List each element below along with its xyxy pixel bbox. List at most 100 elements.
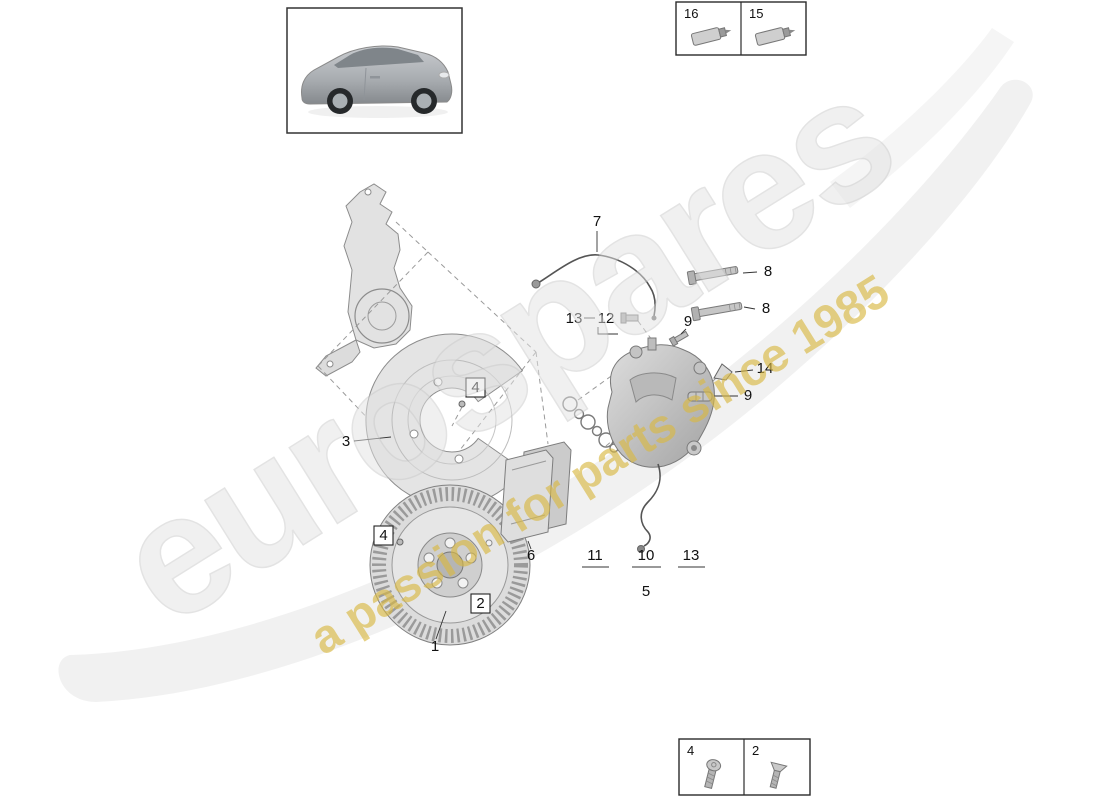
brake-pads <box>500 441 572 543</box>
label-box <box>373 525 394 546</box>
shield-ring-detail <box>407 375 497 465</box>
grease-tube-icon <box>690 27 732 46</box>
hub-bore-inner <box>367 301 397 331</box>
clip-plate <box>713 363 733 381</box>
screw-threads <box>706 772 715 785</box>
leader-line <box>353 436 392 442</box>
part-label-brake-disc: 1 <box>431 638 439 655</box>
part-label-wear-sensor: 7 <box>593 213 601 230</box>
tube-nozzle <box>724 29 732 34</box>
guide-pin-bottom-icon <box>690 302 743 322</box>
hub-bore-outer <box>354 288 410 344</box>
guide-sleeve-icon <box>687 391 713 402</box>
disc-lug-holes <box>423 537 477 589</box>
dash-line <box>637 320 653 341</box>
knuckle-body <box>343 183 413 349</box>
leader-line <box>734 369 754 373</box>
car-front-rim <box>416 93 432 109</box>
leader-line <box>743 306 756 310</box>
part-label-guide-pin-bottom: 8 <box>762 300 770 317</box>
car-rear-rim <box>332 93 348 109</box>
seal-ring <box>580 414 596 430</box>
pin-head <box>690 306 701 322</box>
part-label-brake-pads: 6 <box>527 547 535 564</box>
part-label-disc-screw: 2 <box>476 595 484 612</box>
knuckle-arm <box>315 339 361 377</box>
shield-mount-hole <box>433 377 443 387</box>
banjo-head <box>620 312 627 324</box>
pin-threads <box>724 266 737 276</box>
lower-sensor-wire <box>637 463 661 553</box>
sensor-wire <box>537 254 656 317</box>
leader-line <box>527 540 532 550</box>
dash-line <box>431 351 537 487</box>
shield-mount-hole <box>454 454 464 464</box>
car-door-line <box>363 67 367 101</box>
tube-cap <box>718 27 728 38</box>
leader-line <box>742 271 758 274</box>
car-windows <box>334 47 424 68</box>
seal-ring <box>591 425 603 437</box>
seal-ring <box>562 396 578 412</box>
dash-line <box>395 221 429 253</box>
part-label-bleeder-bottom: 9 <box>744 387 752 404</box>
caliper-banjo-port <box>647 337 657 351</box>
part-label-retaining-clip: 14 <box>757 360 774 377</box>
part-label-banjo-bolt: 12 <box>598 310 615 327</box>
retaining-clip-icon <box>713 363 733 381</box>
disc-set-screw-hole <box>485 539 493 547</box>
label-bracket <box>597 327 618 335</box>
part-label-caliper: 5 <box>642 583 650 600</box>
screw-threads <box>770 774 779 787</box>
pin-threads <box>728 302 741 312</box>
guide-pin-top-icon <box>686 266 739 286</box>
screw-head <box>706 759 722 772</box>
knuckle-hole <box>364 188 372 196</box>
shield-ring-detail <box>391 359 513 481</box>
bleeder-head <box>668 335 679 347</box>
part-label-seal-10: 10 <box>638 547 655 564</box>
sleeve-body <box>687 391 713 402</box>
tube-nozzle <box>788 29 796 34</box>
dash-line <box>577 373 615 401</box>
small-parts <box>396 312 733 546</box>
part-label-washer-13: 13 <box>566 310 583 327</box>
caliper-window <box>629 372 677 403</box>
pin-head <box>686 270 697 286</box>
part-labels: 7 13 12 8 8 9 14 9 3 4 4 6 11 10 <box>342 213 774 655</box>
car-door-handle <box>370 76 380 79</box>
legend-item-16-label: 16 <box>684 6 698 21</box>
tube-cap <box>782 27 792 38</box>
legend-item-4-label: 4 <box>687 743 694 758</box>
bleeder-screw-top-icon <box>668 330 689 347</box>
shield-screw-top-icon <box>458 400 466 408</box>
screw-drive <box>711 762 717 768</box>
car-headlight <box>438 71 450 79</box>
part-label-splash-shield: 3 <box>342 433 350 450</box>
legend-item-2-label: 2 <box>752 743 759 758</box>
legend-top-right: 16 15 <box>675 1 807 56</box>
seal-ring <box>573 408 585 420</box>
countersunk-screw-icon <box>769 761 788 789</box>
pad-friction-line <box>510 514 546 525</box>
steering-knuckle <box>315 183 413 377</box>
part-label-shield-screw-bottom: 4 <box>379 527 387 544</box>
dash-line <box>451 406 463 427</box>
caliper-lug-hole <box>691 445 697 451</box>
sensor-head <box>531 279 541 289</box>
pad-outer <box>500 449 554 543</box>
dash-line <box>427 251 537 353</box>
disc-vent-hatching <box>372 487 528 643</box>
label-box <box>470 593 491 614</box>
leader-line <box>680 328 687 335</box>
legend-item-15-label: 15 <box>749 6 763 21</box>
leader-line <box>435 610 447 640</box>
knuckle-hole <box>326 360 334 368</box>
grease-tube-icon <box>754 27 796 46</box>
shield-screw-bottom-icon <box>396 538 404 546</box>
shield-mount-hole <box>409 429 419 439</box>
wire-end-fitting <box>651 315 657 321</box>
part-label-washer-13-bottom: 13 <box>683 547 700 564</box>
